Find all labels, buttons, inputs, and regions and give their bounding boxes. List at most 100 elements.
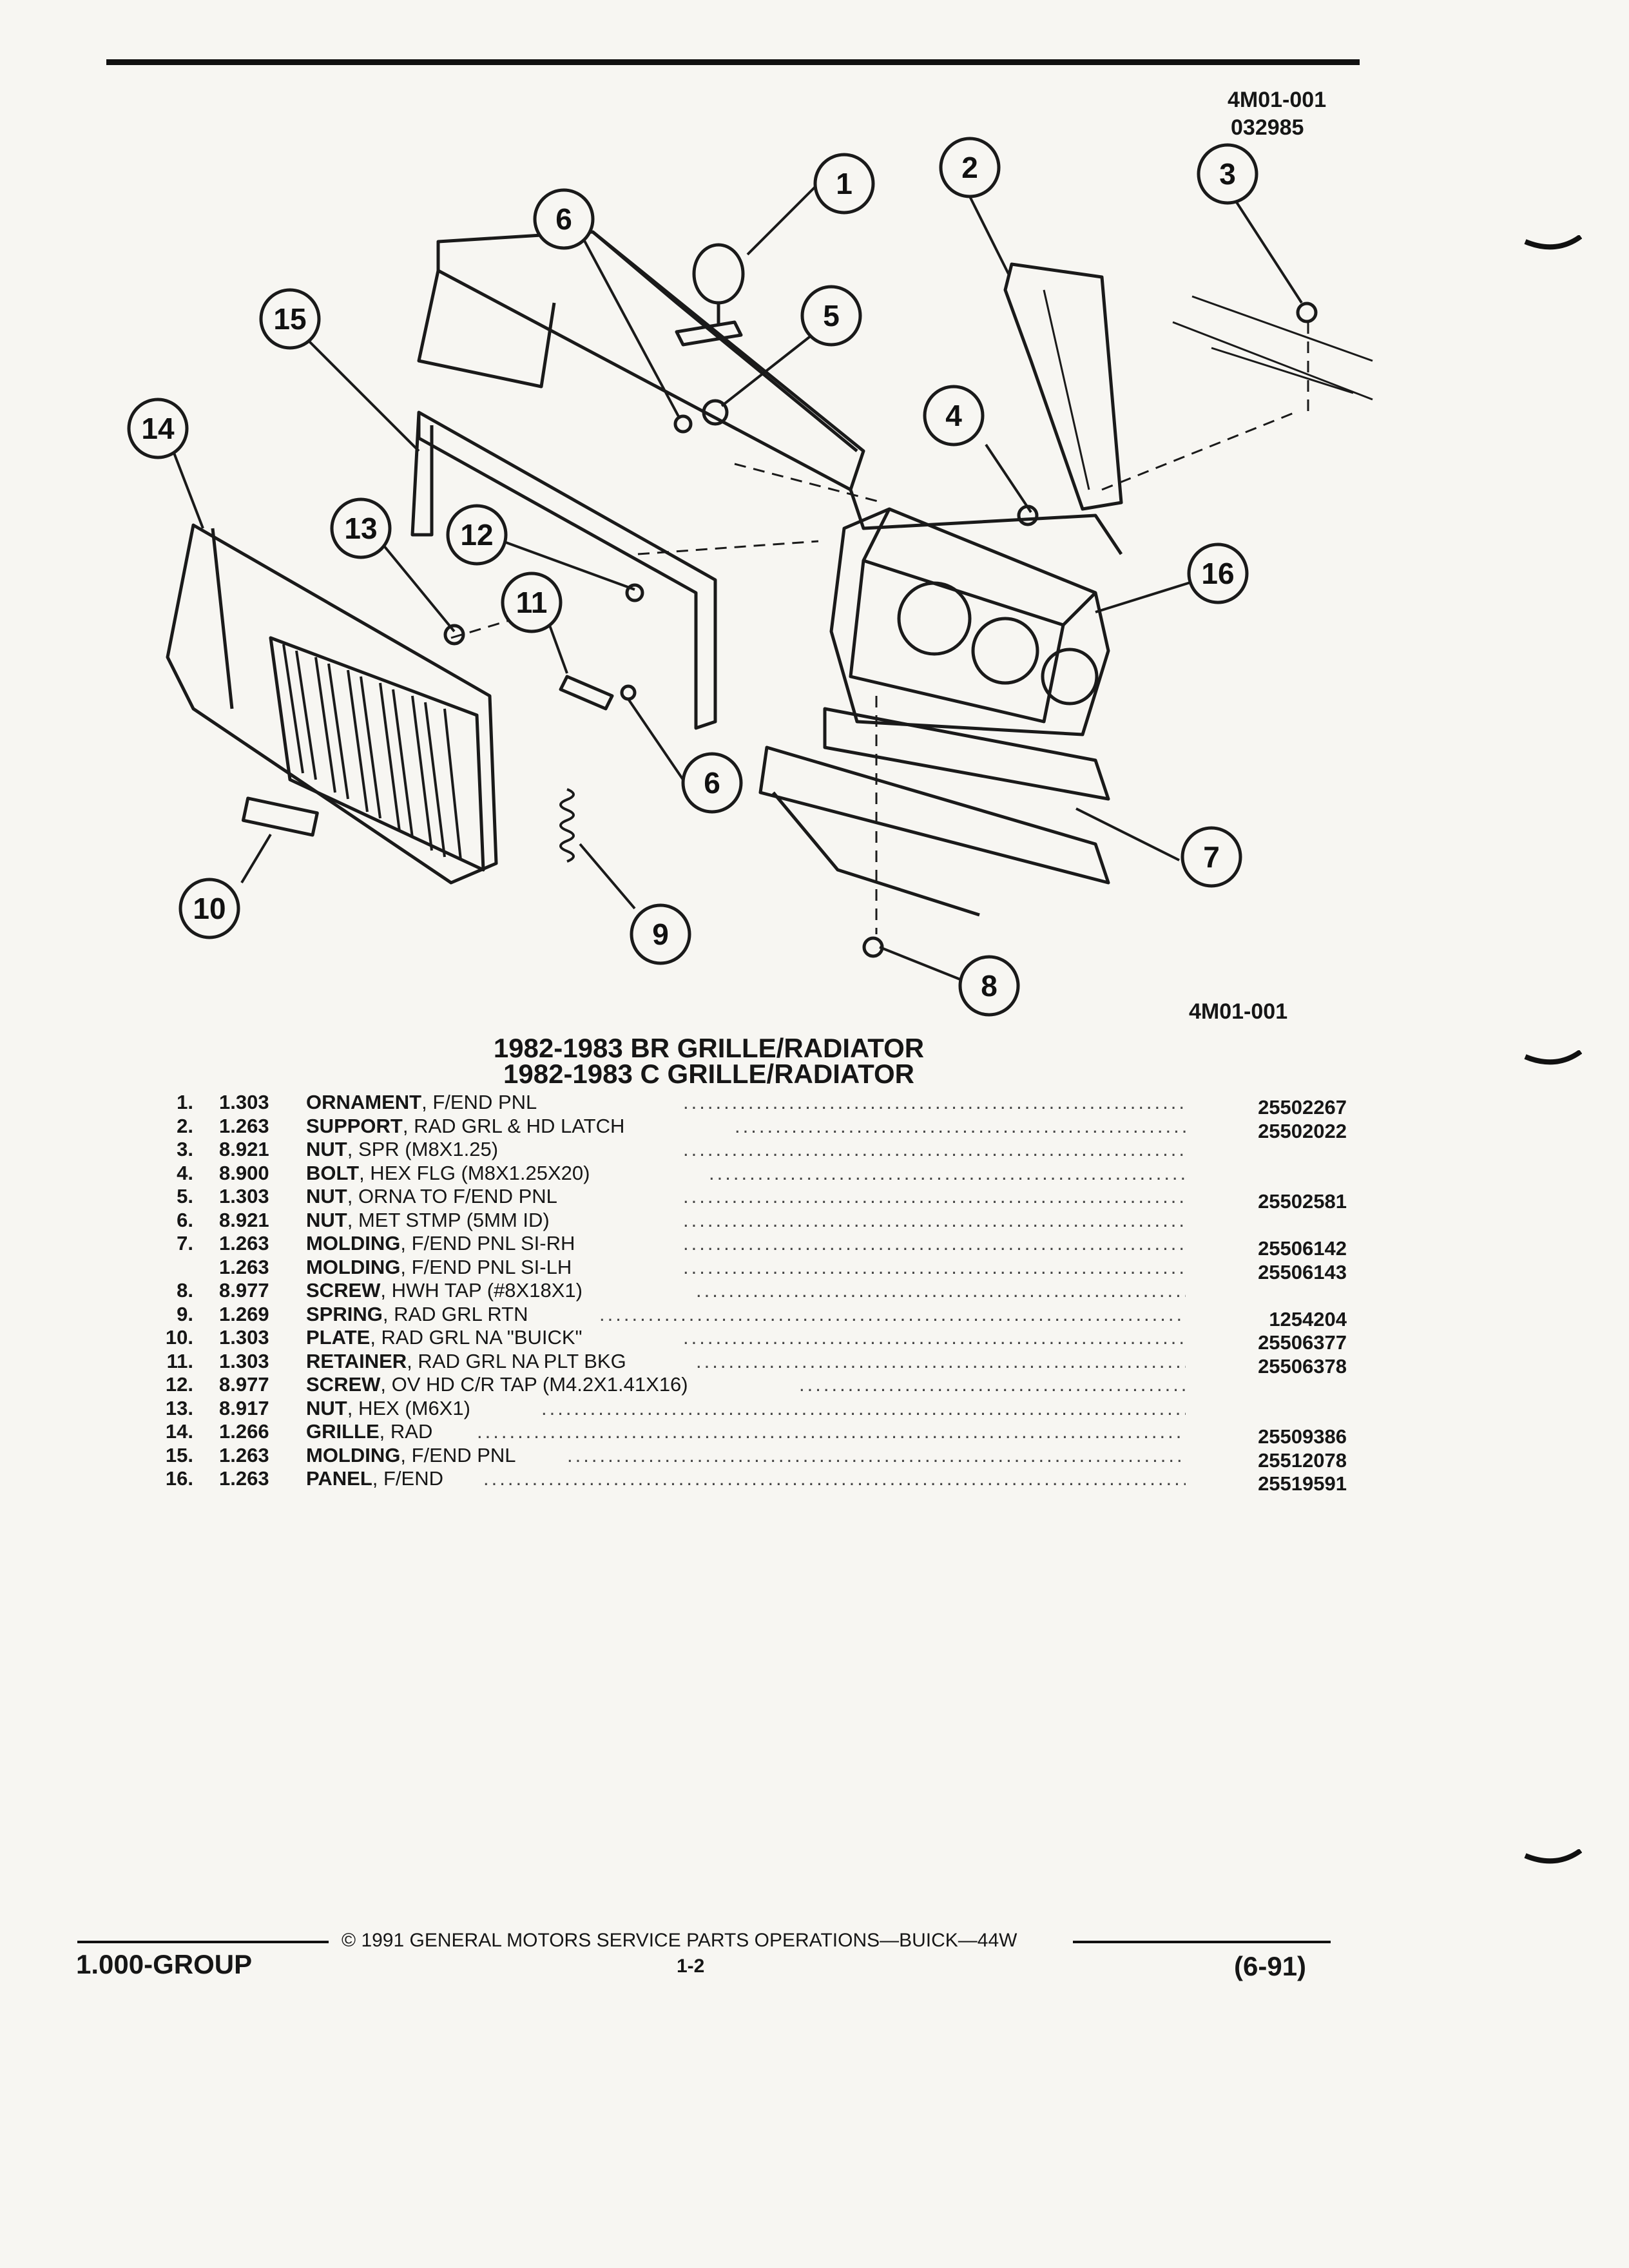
item-number: 1.: [177, 1091, 193, 1113]
callout-11: 11: [516, 586, 548, 619]
part-description: MOLDING, F/END PNL SI-RH: [306, 1232, 575, 1254]
part-number: 25519591: [1258, 1472, 1347, 1495]
ornament-shape: [692, 243, 745, 305]
top-rule: [106, 59, 1360, 65]
margin-mark-icon: [1524, 235, 1582, 250]
catalog-code: 8.921: [219, 1208, 269, 1231]
part-number: 25506142: [1258, 1237, 1347, 1260]
parts-row: 8. 8.977 SCREW, HWH TAP (#8X18X1) ......…: [155, 1279, 1347, 1303]
item-number: 8.: [177, 1279, 193, 1302]
parts-row: 12. 8.977 SCREW, OV HD C/R TAP (M4.2X1.4…: [155, 1373, 1347, 1397]
part-number: 25506378: [1258, 1354, 1347, 1378]
leader-dots: ........................................…: [567, 1443, 1186, 1466]
item-number: 3.: [177, 1138, 193, 1160]
leader-dots: ........................................…: [696, 1279, 1186, 1302]
spring-shape: [559, 788, 575, 863]
part-number: 25502022: [1258, 1119, 1347, 1142]
title-line-1: 1982-1983 BR GRILLE/RADIATOR: [493, 1033, 925, 1063]
parts-row: 6. 8.921 NUT, MET STMP (5MM ID) ........…: [155, 1209, 1347, 1233]
parts-row: 7. 1.263 MOLDING, F/END PNL SI-RH ......…: [155, 1232, 1347, 1260]
part-description: RETAINER, RAD GRL NA PLT BKG: [306, 1349, 626, 1372]
margin-mark-icon: [1524, 1050, 1582, 1065]
callout-3: 3: [1219, 157, 1236, 191]
item-number: 5.: [177, 1185, 193, 1207]
callout-6: 6: [555, 202, 572, 236]
callout-16: 16: [1201, 557, 1234, 590]
part-number: 25506143: [1258, 1260, 1347, 1283]
catalog-code: 1.263: [219, 1255, 269, 1278]
part-description: ORNAMENT, F/END PNL: [306, 1091, 537, 1113]
parts-row: 11. 1.303 RETAINER, RAD GRL NA PLT BKG .…: [155, 1349, 1347, 1378]
leader-dots: ........................................…: [683, 1208, 1186, 1231]
catalog-code: 1.303: [219, 1326, 269, 1349]
callout-5: 5: [823, 299, 840, 332]
part-description: GRILLE, RAD: [306, 1420, 433, 1443]
catalog-code: 1.263: [219, 1443, 269, 1466]
parts-row: 1. 1.303 ORNAMENT, F/END PNL ...........…: [155, 1091, 1347, 1119]
part-description: SCREW, OV HD C/R TAP (M4.2X1.41X16): [306, 1373, 688, 1396]
leader-dots: ........................................…: [477, 1420, 1186, 1443]
leader-dots: ........................................…: [735, 1114, 1186, 1137]
parts-row: 4. 8.900 BOLT, HEX FLG (M8X1.25X20) ....…: [155, 1162, 1347, 1186]
item-number: 9.: [177, 1302, 193, 1325]
exploded-parts-diagram: 1 2 3 4 5 6 6 7 8 9 10 11 12 13 14 15 16: [127, 137, 1373, 1017]
leader-dots: ........................................…: [683, 1138, 1186, 1160]
part-number: 25502267: [1258, 1096, 1347, 1119]
margin-mark-icon: [1524, 1849, 1582, 1864]
parts-row: 16. 1.263 PANEL, F/END .................…: [155, 1467, 1347, 1495]
callout-7: 7: [1203, 840, 1220, 874]
leader-dots: ........................................…: [483, 1467, 1186, 1490]
part-description: SCREW, HWH TAP (#8X18X1): [306, 1279, 583, 1302]
catalog-code: 1.269: [219, 1302, 269, 1325]
part-number: 25509386: [1258, 1425, 1347, 1448]
grille-shape: [166, 523, 498, 885]
leader-dots: ........................................…: [709, 1161, 1186, 1184]
callout-15: 15: [273, 302, 306, 336]
buick-badge-shape: [241, 796, 319, 837]
leader-dots: ........................................…: [683, 1185, 1186, 1207]
catalog-code: 8.977: [219, 1373, 269, 1396]
front-end-panel-shape: [436, 230, 865, 492]
parts-row: 9. 1.269 SPRING, RAD GRL RTN ...........…: [155, 1302, 1347, 1331]
callout-8: 8: [981, 969, 998, 1003]
callout-1: 1: [836, 167, 853, 200]
item-number: 13.: [165, 1396, 193, 1419]
illustration-ref: 4M01-001: [1228, 88, 1327, 112]
leader-dots: ........................................…: [683, 1255, 1186, 1278]
part-description: NUT, MET STMP (5MM ID): [306, 1208, 550, 1231]
group-label: 1.000-GROUP: [76, 1949, 253, 1979]
lower-molding-shape: [823, 707, 1110, 801]
catalog-code: 1.303: [219, 1349, 269, 1372]
part-description: NUT, HEX (M6X1): [306, 1396, 470, 1419]
part-number: 1254204: [1269, 1307, 1347, 1331]
parts-row: 15. 1.263 MOLDING, F/END PNL ...........…: [155, 1443, 1347, 1472]
leader-dots: ........................................…: [683, 1091, 1186, 1113]
catalog-code: 1.263: [219, 1467, 269, 1490]
catalog-code: 1.303: [219, 1185, 269, 1207]
item-number: 7.: [177, 1232, 193, 1254]
part-description: NUT, SPR (M8X1.25): [306, 1138, 499, 1160]
catalog-code: 8.977: [219, 1279, 269, 1302]
parts-row: 1.263 MOLDING, F/END PNL SI-LH .........…: [155, 1255, 1347, 1283]
parts-list: 1. 1.303 ORNAMENT, F/END PNL ...........…: [155, 1091, 1347, 1495]
item-number: 16.: [165, 1467, 193, 1490]
parts-row: 2. 1.263 SUPPORT, RAD GRL & HD LATCH ...…: [155, 1114, 1347, 1142]
callout-9: 9: [652, 918, 669, 951]
catalog-code: 8.917: [219, 1396, 269, 1419]
diagram-bottom-ref: 4M01-001: [1189, 999, 1288, 1024]
part-description: MOLDING, F/END PNL SI-LH: [306, 1255, 572, 1278]
page-number: 1-2: [677, 1956, 705, 1977]
headlamp-housing-shape: [829, 507, 1110, 736]
part-number: 25512078: [1258, 1448, 1347, 1472]
date-code: 032985: [1231, 115, 1304, 140]
callout-12: 12: [460, 518, 493, 552]
catalog-code: 1.266: [219, 1420, 269, 1443]
callout-2: 2: [961, 151, 978, 184]
callout-4: 4: [945, 399, 962, 432]
leader-dots: ........................................…: [696, 1349, 1186, 1372]
title-line-2: 1982-1983 C GRILLE/RADIATOR: [503, 1059, 914, 1089]
catalog-code: 8.900: [219, 1161, 269, 1184]
catalog-code: 1.303: [219, 1091, 269, 1113]
callout-13: 13: [344, 512, 377, 545]
parts-row: 14. 1.266 GRILLE, RAD ..................…: [155, 1420, 1347, 1448]
